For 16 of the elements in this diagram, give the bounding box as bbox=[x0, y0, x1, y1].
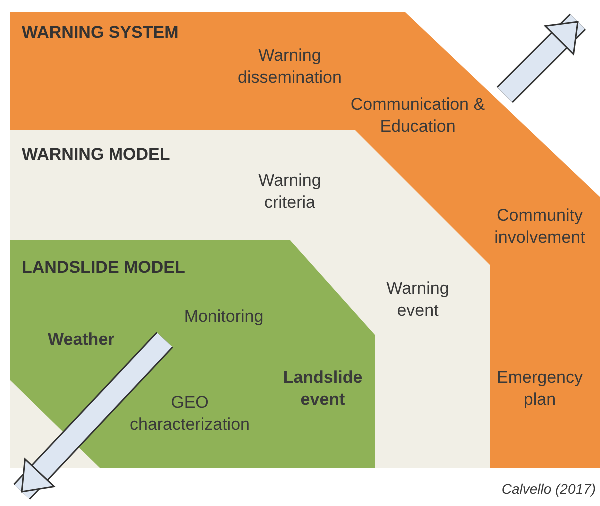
component-label: GEO characterization bbox=[128, 392, 251, 436]
component-label: Warning criteria bbox=[258, 170, 322, 214]
component-label: Warning event bbox=[386, 278, 450, 322]
component-label: Communication & Education bbox=[350, 94, 486, 138]
source-citation: Calvello (2017) bbox=[502, 480, 596, 499]
layer-title: WARNING SYSTEM bbox=[22, 22, 179, 44]
layer-title: WARNING MODEL bbox=[22, 144, 170, 166]
component-label: Emergency plan bbox=[496, 367, 584, 411]
component-label: Monitoring bbox=[183, 306, 265, 328]
component-label: Warning dissemination bbox=[237, 45, 343, 89]
layer-title: LANDSLIDE MODEL bbox=[22, 257, 186, 279]
component-label: Weather bbox=[48, 329, 115, 351]
arrow bbox=[496, 14, 586, 104]
arrow bbox=[14, 332, 174, 500]
component-label: Landslide event bbox=[282, 367, 364, 411]
component-label: Community involvement bbox=[494, 205, 586, 249]
